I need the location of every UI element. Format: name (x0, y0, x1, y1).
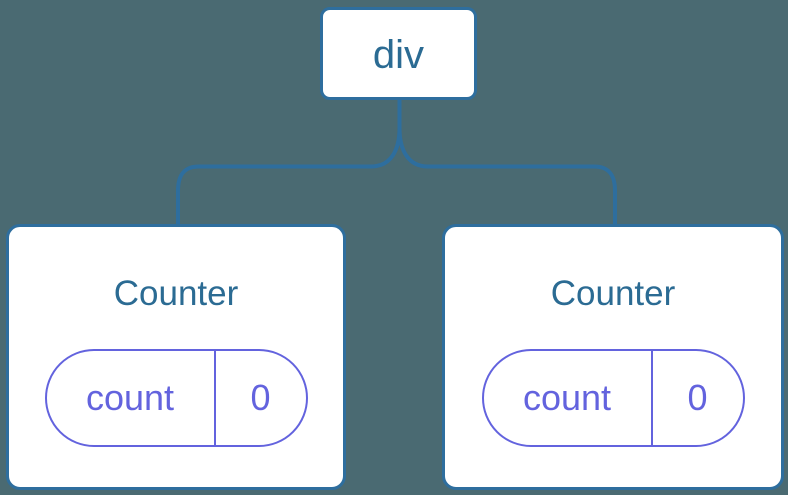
counter-1-state-badge: count 0 (44, 349, 308, 447)
counter-1-title: Counter (113, 274, 239, 313)
counter-2-state-key: count (484, 351, 653, 445)
connector-right-branch (397, 98, 617, 226)
connector-left-branch (176, 98, 402, 226)
tree-node-counter-2: Counter count 0 (442, 224, 784, 490)
counter-2-state-value: 0 (687, 377, 708, 418)
tree-node-counter-1: Counter count 0 (6, 224, 346, 490)
counter-1-state-value: 0 (250, 377, 271, 418)
tree-node-div-label: div (372, 32, 425, 77)
counter-1-state-key: count (47, 351, 216, 445)
tree-node-div: div (320, 7, 477, 100)
counter-2-title: Counter (550, 274, 676, 313)
counter-2-state-badge: count 0 (481, 349, 745, 447)
